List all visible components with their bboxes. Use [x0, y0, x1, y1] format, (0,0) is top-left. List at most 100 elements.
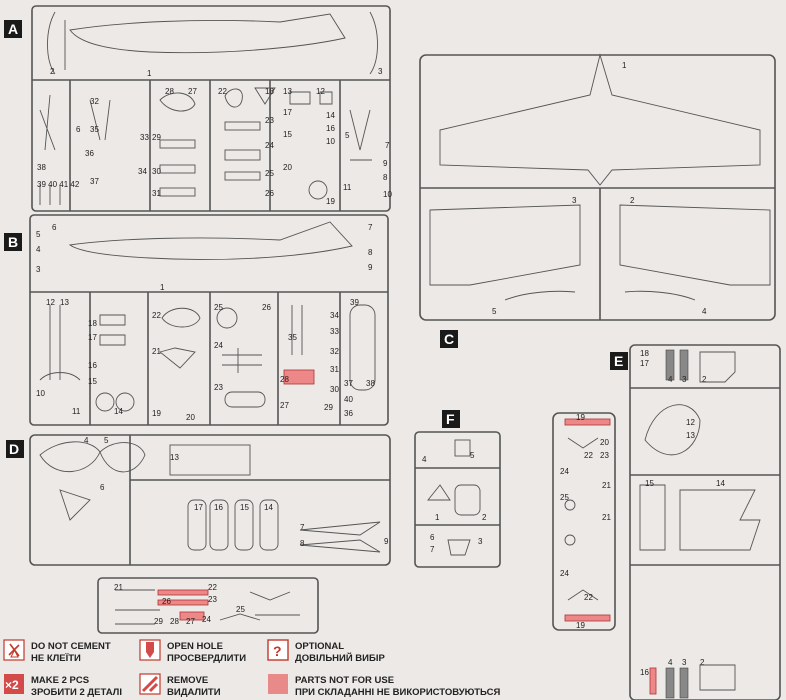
sprue-b: 5 6 4 3 1 7 8 9 12 13 18 17 16 15 10 11 … [29, 214, 389, 426]
svg-text:3: 3 [478, 537, 483, 546]
svg-text:9: 9 [384, 537, 389, 546]
svg-text:30: 30 [152, 167, 161, 176]
parts-not-for-use-label-ua: ПРИ СКЛАДАННІ НЕ ВИКОРИСТОВУЮТЬСЯ [295, 687, 500, 698]
svg-text:22: 22 [584, 451, 593, 460]
svg-text:10: 10 [36, 389, 45, 398]
svg-text:3: 3 [682, 375, 687, 384]
svg-text:2: 2 [700, 658, 705, 667]
svg-text:37: 37 [90, 177, 99, 186]
svg-text:27: 27 [188, 87, 197, 96]
svg-text:24: 24 [560, 467, 569, 476]
svg-text:11: 11 [343, 183, 352, 192]
svg-text:14: 14 [264, 503, 273, 512]
svg-text:20: 20 [283, 163, 292, 172]
svg-text:9: 9 [383, 159, 388, 168]
svg-text:5: 5 [470, 451, 475, 460]
svg-text:7: 7 [430, 545, 435, 554]
sprue-a: 2 1 3 32 28 27 22 18 13 12 6 35 33 29 23… [31, 5, 392, 212]
svg-text:4: 4 [422, 455, 427, 464]
optional-label: OPTIONAL [295, 641, 344, 652]
svg-text:3: 3 [572, 196, 577, 205]
svg-text:6: 6 [52, 223, 57, 232]
svg-text:13: 13 [60, 298, 69, 307]
make-two-icon: ×2 [4, 674, 24, 694]
svg-text:36: 36 [85, 149, 94, 158]
parts-not-for-use-label: PARTS NOT FOR USE [295, 675, 394, 686]
svg-text:35: 35 [288, 333, 297, 342]
svg-text:14: 14 [114, 407, 123, 416]
svg-text:36: 36 [344, 409, 353, 418]
svg-text:4: 4 [84, 436, 89, 445]
svg-text:25: 25 [236, 605, 245, 614]
svg-text:F: F [446, 411, 455, 427]
sprue-d-subtree: 21 22 23 26 24 25 29 28 27 [97, 577, 319, 634]
svg-text:5: 5 [345, 131, 350, 140]
svg-text:6: 6 [100, 483, 105, 492]
svg-text:24: 24 [560, 569, 569, 578]
svg-text:29: 29 [324, 403, 333, 412]
sprue-c: 1 3 2 5 4 [419, 53, 776, 321]
svg-text:38: 38 [37, 163, 46, 172]
svg-text:15: 15 [240, 503, 249, 512]
optional-icon: ? [267, 639, 289, 661]
do-not-cement-icon [3, 639, 25, 661]
svg-text:26: 26 [265, 189, 274, 198]
sprue-badge-b: B [4, 233, 22, 251]
svg-text:7: 7 [385, 141, 390, 150]
sprue-badge-a: A [4, 20, 22, 38]
svg-text:34: 34 [138, 167, 147, 176]
svg-text:19: 19 [152, 409, 161, 418]
svg-text:21: 21 [114, 583, 123, 592]
svg-text:28: 28 [170, 617, 179, 626]
svg-text:3: 3 [36, 265, 41, 274]
svg-text:26: 26 [162, 597, 171, 606]
open-hole-label-ua: ПРОСВЕРДЛИТИ [167, 653, 246, 664]
svg-text:2: 2 [50, 67, 55, 76]
sprue-e: 18 17 4 3 2 12 13 15 14 16 4 3 2 [629, 344, 781, 700]
remove-label: REMOVE [167, 675, 208, 686]
svg-text:19: 19 [576, 621, 585, 630]
svg-text:C: C [444, 331, 454, 347]
svg-text:18: 18 [640, 349, 649, 358]
svg-text:6: 6 [430, 533, 435, 542]
svg-text:7: 7 [368, 223, 373, 232]
open-hole-icon [139, 639, 161, 661]
svg-text:3: 3 [682, 658, 687, 667]
svg-text:34: 34 [330, 311, 339, 320]
svg-text:25: 25 [214, 303, 223, 312]
svg-text:22: 22 [208, 583, 217, 592]
sprue-badge-e: E [610, 352, 628, 370]
svg-text:31: 31 [330, 365, 339, 374]
svg-text:39: 39 [350, 298, 359, 307]
svg-text:16: 16 [88, 361, 97, 370]
svg-text:16: 16 [326, 124, 335, 133]
svg-text:24: 24 [265, 141, 274, 150]
svg-text:4: 4 [668, 375, 673, 384]
sprue-f-strip: 19 20 22 23 24 21 25 21 24 22 19 [552, 412, 616, 631]
svg-text:4: 4 [702, 307, 707, 316]
svg-text:13: 13 [283, 87, 292, 96]
svg-text:26: 26 [262, 303, 271, 312]
svg-text:A: A [8, 21, 18, 37]
svg-text:10: 10 [326, 137, 335, 146]
svg-text:15: 15 [88, 377, 97, 386]
svg-text:23: 23 [265, 116, 274, 125]
sprue-badge-d: D [6, 440, 24, 458]
svg-text:29: 29 [154, 617, 163, 626]
svg-text:29: 29 [152, 133, 161, 142]
svg-text:19: 19 [326, 197, 335, 206]
svg-text:12: 12 [316, 87, 325, 96]
svg-text:2: 2 [482, 513, 487, 522]
svg-text:23: 23 [208, 595, 217, 604]
svg-text:8: 8 [300, 539, 305, 548]
svg-text:14: 14 [326, 111, 335, 120]
svg-text:24: 24 [202, 615, 211, 624]
svg-text:12: 12 [46, 298, 55, 307]
svg-text:25: 25 [265, 169, 274, 178]
svg-text:4: 4 [668, 658, 673, 667]
svg-text:4: 4 [36, 245, 41, 254]
svg-text:?: ? [273, 643, 282, 659]
svg-text:21: 21 [152, 347, 161, 356]
do-not-cement-label: DO NOT CEMENT [31, 641, 111, 652]
